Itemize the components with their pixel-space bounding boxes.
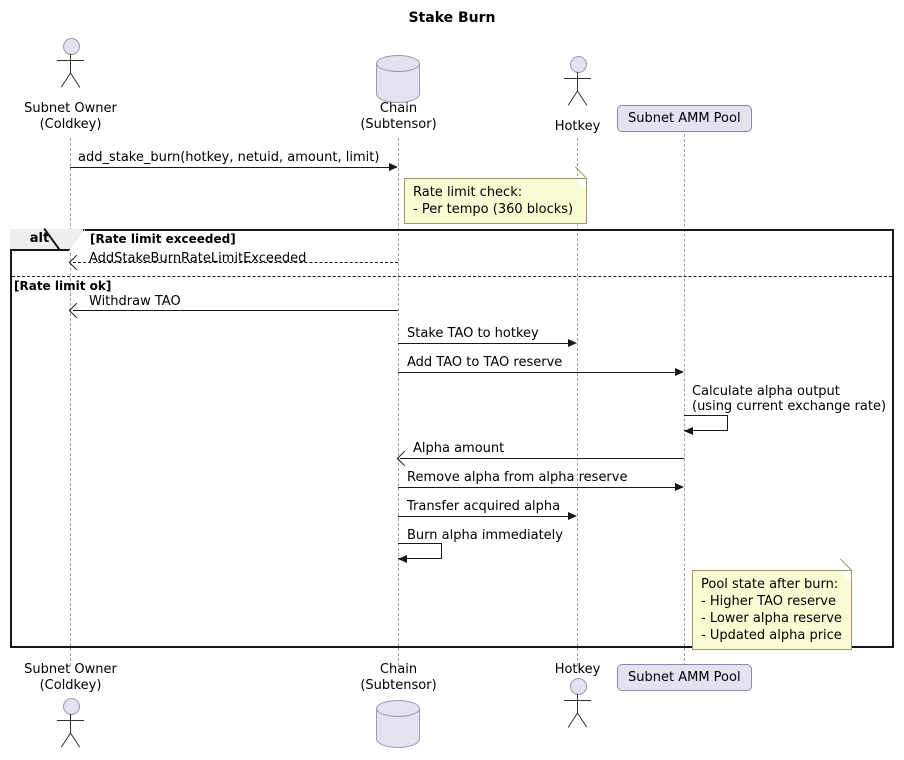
message-arrowhead-m1	[389, 163, 398, 171]
alt-fragment-tab: alt	[10, 228, 85, 252]
message-arrowhead-m8	[675, 483, 684, 491]
message-arrowhead-m4	[568, 339, 577, 347]
self-message-loop-m6	[684, 415, 728, 431]
participant-label-subnet-owner-top: Subnet Owner (Coldkey)	[0, 101, 141, 133]
participant-label-line2: (Coldkey)	[39, 678, 102, 693]
message-label-m7: Alpha amount	[413, 441, 505, 456]
participant-box-subnet-amm-pool-bottom[interactable]: Subnet AMM Pool	[617, 664, 752, 691]
alt-fragment-operator: alt	[29, 231, 50, 246]
message-label-m2: AddStakeBurnRateLimitExceeded	[89, 251, 307, 266]
participant-label-chain-top: Chain (Subtensor)	[328, 101, 469, 133]
actor-head-icon	[570, 56, 587, 73]
lifeline-subnet-owner	[70, 138, 71, 666]
note-line3: - Lower alpha reserve	[701, 611, 842, 626]
alt-fragment-notch-icon	[69, 229, 85, 251]
lifeline-subnet-amm-pool	[684, 134, 685, 666]
actor-leg-right-icon	[577, 712, 588, 728]
actor-leg-right-icon	[577, 90, 588, 106]
actor-leg-right-icon	[70, 72, 81, 88]
actor-head-icon	[63, 698, 80, 715]
participant-label-line1: Subnet Owner	[24, 662, 117, 677]
actor-arms-icon	[57, 720, 84, 721]
alt-fragment-divider	[12, 276, 892, 277]
participant-box-label: Subnet AMM Pool	[628, 111, 741, 126]
message-arrowhead-m5	[675, 368, 684, 376]
actor-leg-left-icon	[567, 90, 578, 106]
actor-body-icon	[70, 714, 71, 734]
alt-fragment	[10, 229, 894, 648]
participant-label-hotkey-bottom: Hotkey	[507, 662, 648, 678]
actor-head-icon	[570, 678, 587, 695]
message-line-m3	[73, 310, 398, 311]
note-line4: - Updated alpha price	[701, 628, 842, 643]
participant-label-line2: (Subtensor)	[360, 117, 437, 132]
actor-body-icon	[577, 72, 578, 92]
self-message-arrowhead-m10	[398, 555, 407, 563]
message-line-m8	[398, 487, 675, 488]
actor-body-icon	[70, 54, 71, 74]
actor-arms-icon	[564, 700, 591, 701]
participant-label-line1: Chain	[379, 101, 418, 116]
note-fold-icon	[575, 179, 586, 190]
participant-label-line2: (Subtensor)	[360, 678, 437, 693]
participant-label-hotkey-top: Hotkey	[507, 119, 648, 135]
note-pool-state: Pool state after burn: - Higher TAO rese…	[692, 558, 852, 650]
actor-arms-icon	[564, 78, 591, 79]
message-label-m9: Transfer acquired alpha	[407, 499, 561, 514]
message-line-m1	[70, 167, 389, 168]
actor-arms-icon	[57, 60, 84, 61]
note-line2: - Per tempo (360 blocks)	[413, 202, 574, 217]
participant-label-line1: Hotkey	[554, 119, 601, 134]
message-line-m7	[400, 458, 684, 459]
message-line-m4	[398, 343, 568, 344]
participant-label-line2: (Coldkey)	[39, 117, 102, 132]
actor-leg-left-icon	[60, 72, 71, 88]
actor-leg-left-icon	[60, 732, 71, 748]
note-fold-icon	[840, 571, 851, 582]
self-message-arrowhead-m6	[684, 427, 693, 435]
diagram-title: Stake Burn	[408, 10, 496, 26]
lifeline-hotkey	[577, 138, 578, 666]
note-line1: Pool state after burn:	[701, 577, 839, 592]
message-label-m4: Stake TAO to hotkey	[407, 326, 539, 341]
message-line-m2	[73, 262, 398, 263]
alt-guard-1: [Rate limit exceeded]	[90, 232, 236, 246]
note-rate-limit: Rate limit check: - Per tempo (360 block…	[404, 166, 587, 224]
message-label-m5: Add TAO to TAO reserve	[407, 355, 563, 370]
message-line-m9	[398, 516, 568, 517]
participant-label-line1: Chain	[379, 662, 418, 677]
participant-box-label: Subnet AMM Pool	[628, 670, 741, 685]
message-label-m3: Withdraw TAO	[89, 294, 181, 309]
participant-label-line1: Subnet Owner	[24, 101, 117, 116]
participant-label-chain-bottom: Chain (Subtensor)	[328, 662, 469, 694]
note-line2: - Higher TAO reserve	[701, 594, 837, 609]
database-cylinder-top-icon	[376, 55, 420, 72]
note-line1: Rate limit check:	[413, 185, 523, 200]
lifeline-chain	[398, 138, 399, 666]
database-cylinder-top-icon	[376, 700, 420, 717]
participant-box-subnet-amm-pool-top[interactable]: Subnet AMM Pool	[617, 105, 752, 132]
actor-leg-right-icon	[70, 732, 81, 748]
message-label-m6-line2: (using current exchange rate)	[692, 399, 887, 414]
message-label-m1: add_stake_burn(hotkey, netuid, amount, l…	[78, 150, 380, 165]
actor-head-icon	[63, 38, 80, 55]
message-label-m6-line1: Calculate alpha output	[692, 384, 840, 399]
actor-body-icon	[577, 694, 578, 714]
message-label-m8: Remove alpha from alpha reserve	[407, 470, 628, 485]
actor-leg-left-icon	[567, 712, 578, 728]
alt-guard-2: [Rate limit ok]	[14, 279, 112, 293]
message-line-m5	[398, 372, 675, 373]
self-message-loop-m10	[398, 543, 442, 559]
participant-label-line1: Hotkey	[554, 662, 601, 677]
message-label-m10: Burn alpha immediately	[407, 528, 563, 543]
message-arrowhead-m9	[568, 512, 577, 520]
participant-label-subnet-owner-bottom: Subnet Owner (Coldkey)	[0, 662, 141, 694]
